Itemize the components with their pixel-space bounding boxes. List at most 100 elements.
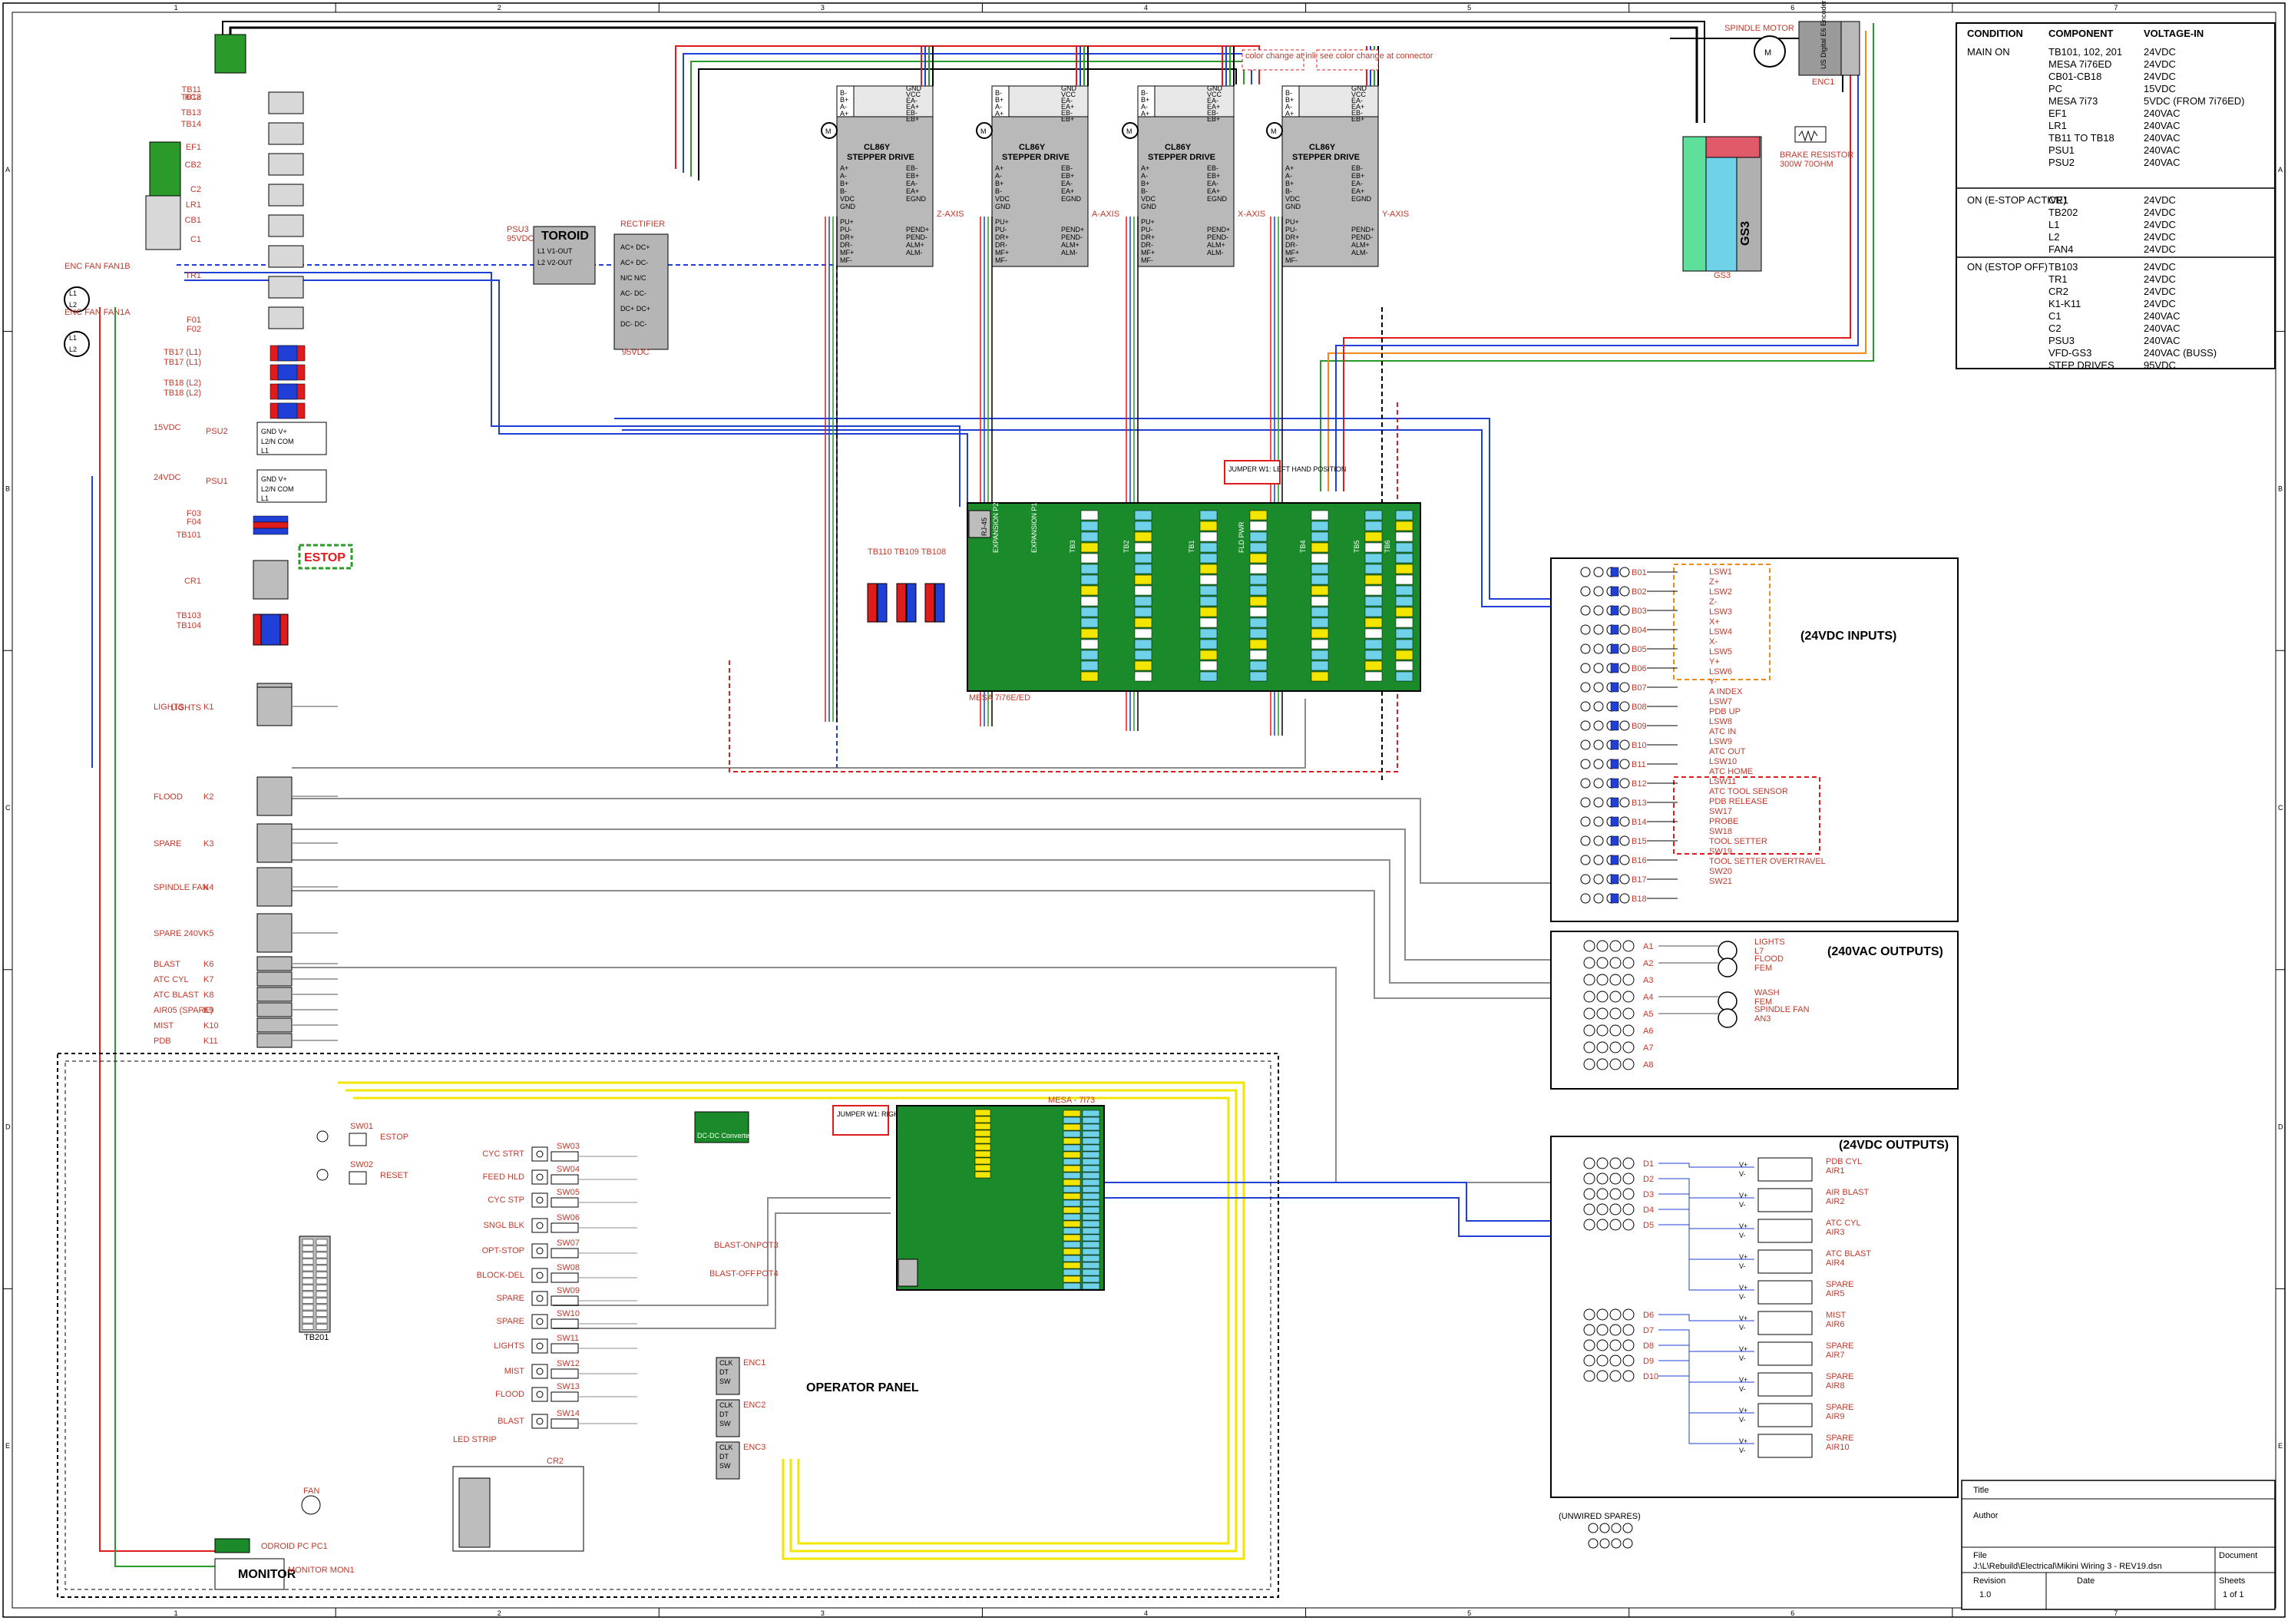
jumper-note-left: JUMPER W1: LEFT HAND POSITION: [1224, 460, 1346, 485]
input-switch-label: A INDEX: [1709, 687, 1743, 696]
svg-text:TB6: TB6: [1384, 540, 1391, 553]
input-terminal: B15: [1580, 835, 1678, 846]
vfd-gs3: GS3 GS3 BRAKE RESISTOR 300W 70OHM: [1682, 126, 1853, 280]
svg-text:EXPANSION P2: EXPANSION P2: [992, 503, 1000, 553]
revision-label: Revision: [1973, 1576, 2005, 1586]
input-terminal: B12: [1580, 778, 1678, 789]
svg-text:GND V+: GND V+: [261, 428, 287, 435]
svg-text:PU+: PU+: [1141, 218, 1155, 226]
svg-text:TB4: TB4: [1299, 540, 1307, 553]
svg-text:A-: A-: [840, 172, 847, 180]
table-component: VFD-GS3: [2048, 347, 2091, 359]
relay-id: K2: [203, 792, 213, 802]
output-24-term-id: D5: [1643, 1221, 1654, 1230]
table-voltage: 24VDC: [2144, 261, 2176, 273]
svg-text:V+: V+: [1739, 1284, 1747, 1292]
table-voltage: 24VDC: [2144, 46, 2176, 58]
drive-axis: Y-AXIS: [1382, 210, 1409, 219]
input-term-id: B03: [1632, 607, 1647, 616]
input-term-id: B09: [1632, 722, 1647, 731]
svg-text:PU+: PU+: [995, 218, 1009, 226]
drive-axis: X-AXIS: [1238, 210, 1265, 219]
svg-text:CLK: CLK: [719, 1444, 733, 1451]
table-component: TB103: [2048, 261, 2078, 273]
svg-text:L2: L2: [69, 346, 77, 353]
svg-text:ALM+: ALM+: [1207, 241, 1225, 249]
blast-off-label: BLAST-OFF: [709, 1269, 756, 1278]
svg-text:L1 V1-OUT: L1 V1-OUT: [537, 247, 573, 255]
svg-text:B+: B+: [1141, 96, 1149, 104]
grid-col-bottom: 3: [821, 1609, 825, 1617]
svg-text:V-: V-: [1739, 1262, 1746, 1270]
fan-label: FAN: [303, 1487, 319, 1496]
input-switch-label: LSW11: [1709, 777, 1736, 786]
svg-text:V+: V+: [1739, 1161, 1747, 1169]
svg-text:M: M: [1271, 127, 1277, 135]
svg-text:V-: V-: [1739, 1170, 1746, 1178]
svg-text:VCC: VCC: [906, 91, 921, 98]
svg-text:TB3: TB3: [1069, 540, 1076, 553]
operator-button-name: LIGHTS: [494, 1341, 524, 1351]
title-label: Title: [1973, 1486, 1989, 1495]
table-voltage: 24VDC: [2144, 207, 2176, 218]
input-switch-label: LSW6: [1709, 667, 1732, 676]
estop-indicator: ESTOP: [298, 544, 353, 570]
output-240-name: SPINDLE FAN: [1754, 1005, 1810, 1014]
left-terminal-label: TR1: [185, 271, 201, 280]
operator-button-id: SW11: [557, 1334, 579, 1343]
input-switch-label: Y-: [1709, 677, 1717, 686]
svg-text:A-: A-: [1141, 103, 1148, 111]
table-voltage: 240VAC: [2144, 335, 2180, 346]
input-switch-label: LSW4: [1709, 627, 1732, 637]
output-240-name: WASH: [1754, 988, 1780, 997]
sheets-value: 1 of 1: [2223, 1590, 2244, 1599]
output-240-term-id: A1: [1643, 942, 1653, 951]
svg-text:A-: A-: [1285, 103, 1292, 111]
color-change-notes: color change at inline connector see col…: [1242, 49, 1433, 71]
output-24-term-id: D6: [1643, 1311, 1654, 1320]
svg-text:M: M: [980, 127, 987, 135]
operator-button-id: SW07: [557, 1239, 580, 1248]
psu3-label: PSU3: [507, 225, 529, 234]
relay-name: BLAST: [154, 960, 180, 969]
left-power-column: TB11TB12TB13TB14EF1KC8LR1CB2CB1C2C1TR1F0…: [145, 34, 306, 726]
table-component: TB101, 102, 201: [2048, 46, 2122, 58]
input-term-id: B18: [1632, 895, 1647, 904]
table-component: EF1: [2048, 107, 2067, 119]
svg-text:DR+: DR+: [1285, 233, 1299, 241]
relay-name: PDB: [154, 1037, 171, 1046]
left-terminal-label: CB2: [185, 160, 201, 170]
output-24-term-id: D1: [1643, 1159, 1654, 1169]
drive-model: CL86Y: [1309, 143, 1336, 152]
operator-button-name: SPARE: [497, 1317, 524, 1326]
svg-text:EB-: EB-: [1351, 109, 1363, 117]
outputs-24-title: (24VDC OUTPUTS): [1839, 1139, 1949, 1152]
grid-col-bottom: 6: [1790, 1609, 1794, 1617]
svg-text:V-: V-: [1739, 1354, 1746, 1362]
svg-text:DT: DT: [719, 1411, 729, 1418]
table-voltage: 240VAC: [2144, 310, 2180, 322]
grid-col-top: 2: [498, 4, 501, 12]
input-switch-label: LSW2: [1709, 587, 1732, 597]
svg-text:V+: V+: [1739, 1253, 1747, 1261]
svg-text:GND: GND: [1207, 84, 1223, 92]
pot4-label: POT4: [756, 1269, 779, 1278]
svg-text:N/C N/C: N/C N/C: [620, 274, 646, 282]
output-24-term-id: D10: [1643, 1372, 1658, 1381]
table-header-component: COMPONENT: [2048, 28, 2114, 39]
svg-text:A+: A+: [995, 164, 1003, 172]
table-component: CB01-CB18: [2048, 71, 2101, 82]
svg-text:L1: L1: [69, 289, 77, 297]
grid-col-top: 4: [1144, 4, 1148, 12]
svg-text:ALM-: ALM-: [906, 249, 923, 256]
